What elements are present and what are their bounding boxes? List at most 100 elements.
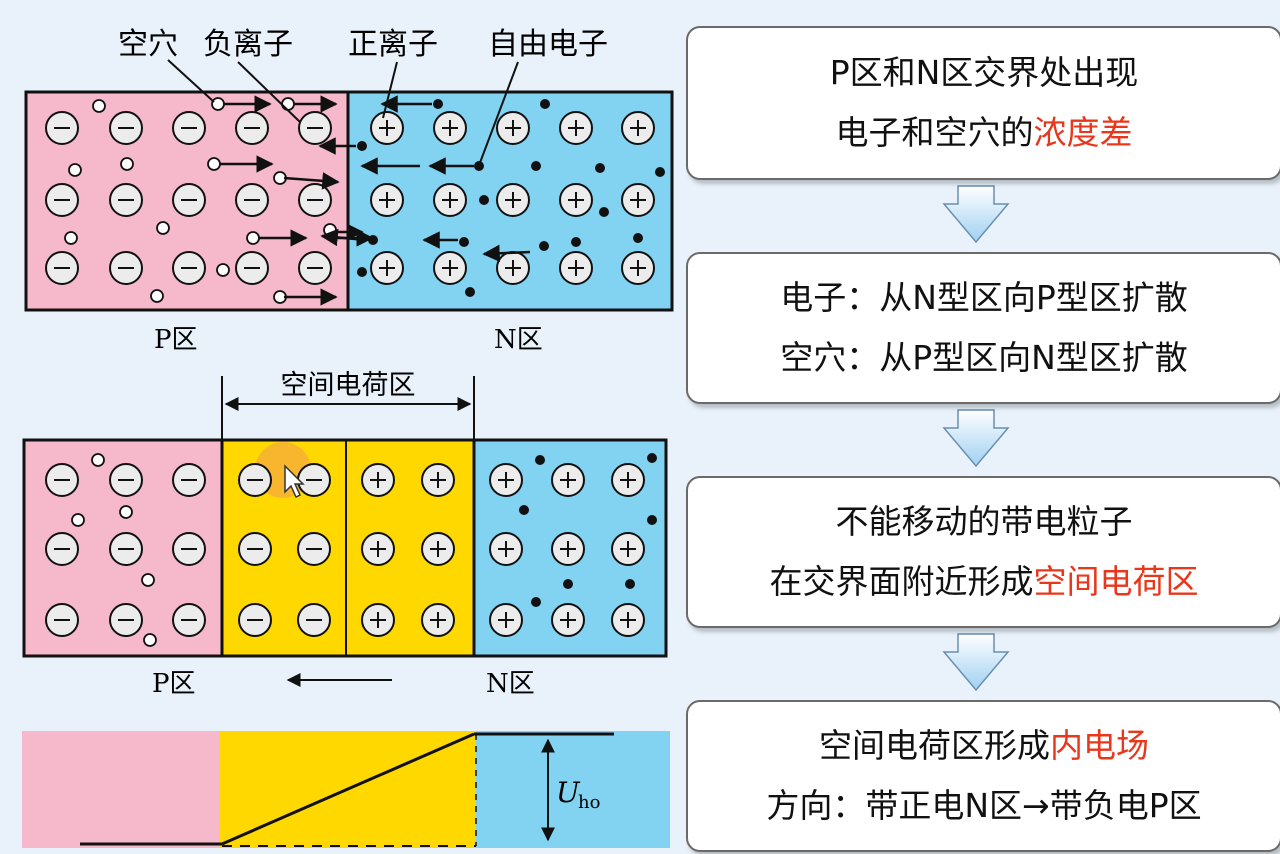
label-hole: 空穴 — [118, 27, 178, 62]
plus-ion-icon — [361, 463, 395, 497]
hole-icon — [150, 289, 164, 303]
step1-highlight: 浓度差 — [1033, 113, 1133, 152]
minus-ion-icon — [45, 603, 79, 637]
electron-icon — [519, 505, 529, 515]
middle-junction-panel: P区 N区 — [22, 438, 668, 699]
label-n-region-top: N区 — [494, 325, 543, 355]
step3-highlight: 空间电荷区 — [1033, 562, 1199, 601]
minus-ion-icon — [45, 532, 79, 566]
minus-ion-icon — [235, 183, 269, 217]
minus-ion-icon — [172, 463, 206, 497]
hole-icon — [207, 157, 221, 171]
hole-icon — [120, 157, 134, 171]
plus-ion-icon — [559, 111, 593, 145]
minus-ion-icon — [297, 603, 331, 637]
electron-icon — [540, 99, 550, 109]
label-voltage: U — [556, 776, 581, 809]
minus-ion-icon — [45, 111, 79, 145]
plus-ion-icon — [489, 532, 523, 566]
electron-icon — [633, 233, 643, 243]
electron-icon — [571, 237, 581, 247]
plus-ion-icon — [559, 251, 593, 285]
label-p-region-bottom: P区 — [152, 669, 196, 699]
minus-ion-icon — [298, 111, 332, 145]
plus-ion-icon — [489, 603, 523, 637]
minus-ion-icon — [172, 532, 206, 566]
hole-icon — [64, 231, 78, 245]
flow-arrows — [942, 185, 1010, 692]
electron-icon — [357, 267, 367, 277]
minus-ion-icon — [172, 111, 206, 145]
electron-icon — [531, 597, 541, 607]
step4-line2: 方向：带正电N区→带负电P区 — [766, 786, 1202, 825]
step-box-internal-field: 空间电荷区形成内电场 方向：带正电N区→带负电P区 — [686, 700, 1280, 852]
minus-ion-icon — [45, 463, 79, 497]
minus-ion-icon — [172, 603, 206, 637]
top-ion-grid — [45, 111, 655, 285]
electron-icon — [599, 207, 609, 217]
hole-icon — [156, 221, 170, 235]
minus-ion-icon — [297, 532, 331, 566]
plus-ion-icon — [421, 603, 455, 637]
mouse-cursor-icon — [284, 464, 305, 499]
mid-electrons — [519, 453, 657, 607]
pointer-negative-ion — [237, 61, 301, 123]
hole-icon — [211, 97, 225, 111]
label-negative-ion: 负离子 — [203, 27, 293, 62]
mid-holes — [71, 453, 157, 647]
hole-icon — [216, 263, 230, 277]
space-charge-dimension: 空间电荷区 — [221, 370, 475, 440]
plus-ion-icon — [611, 463, 645, 497]
plus-ion-icon — [370, 111, 404, 145]
step-box-concentration: P区和N区交界处出现 电子和空穴的浓度差 — [686, 26, 1280, 180]
plus-ion-icon — [621, 111, 655, 145]
plus-ion-icon — [370, 183, 404, 217]
electron-icon — [595, 163, 605, 173]
diffusion-arrow — [283, 172, 340, 190]
plus-ion-icon — [496, 183, 530, 217]
electron-icon — [357, 141, 367, 151]
plus-ion-icon — [370, 251, 404, 285]
step1-line2: 电子和空穴的 — [835, 113, 1034, 152]
plus-ion-icon — [621, 251, 655, 285]
electron-icon — [368, 235, 378, 245]
diffusion-arrow — [482, 244, 531, 263]
down-arrow-icon — [942, 409, 1010, 468]
electron-icon — [531, 161, 541, 171]
electron-icon — [479, 195, 489, 205]
electron-icon — [625, 579, 635, 589]
pot-p-region — [22, 730, 220, 848]
plus-ion-icon — [489, 463, 523, 497]
step-box-diffusion: 电子：从N型区向P型区扩散 空穴：从P型区向N型区扩散 — [686, 252, 1280, 404]
step2-line2: 空穴：从P型区向N型区扩散 — [780, 338, 1188, 377]
plus-ion-icon — [611, 532, 645, 566]
plus-ion-icon — [421, 532, 455, 566]
plus-ion-icon — [496, 251, 530, 285]
step4-highlight: 内电场 — [1050, 726, 1149, 765]
top-junction-panel: 空穴 负离子 正离子 自由电子 P区 N区 — [24, 27, 674, 355]
plus-ion-icon — [559, 183, 593, 217]
plus-ion-icon — [551, 463, 585, 497]
minus-ion-icon — [109, 251, 143, 285]
minus-ion-icon — [109, 603, 143, 637]
hole-icon — [281, 97, 295, 111]
plus-ion-icon — [361, 603, 395, 637]
minus-ion-icon — [238, 463, 272, 497]
hole-icon — [141, 573, 155, 587]
minus-ion-icon — [297, 463, 331, 497]
hole-icon — [119, 505, 133, 519]
diffusion-arrow — [320, 228, 367, 247]
mid-ion-grid — [45, 463, 645, 637]
label-voltage-sub: ho — [578, 792, 600, 813]
electron-icon — [647, 453, 657, 463]
minus-ion-icon — [238, 603, 272, 637]
plus-ion-icon — [551, 603, 585, 637]
pointer-hole — [167, 59, 215, 103]
step4-line1: 空间电荷区形成 — [819, 726, 1050, 765]
plus-ion-icon — [361, 532, 395, 566]
hole-icon — [143, 633, 157, 647]
diffusion-arrows — [220, 95, 531, 306]
minus-ion-icon — [45, 251, 79, 285]
electron-icon — [563, 579, 573, 589]
plus-ion-icon — [611, 603, 645, 637]
